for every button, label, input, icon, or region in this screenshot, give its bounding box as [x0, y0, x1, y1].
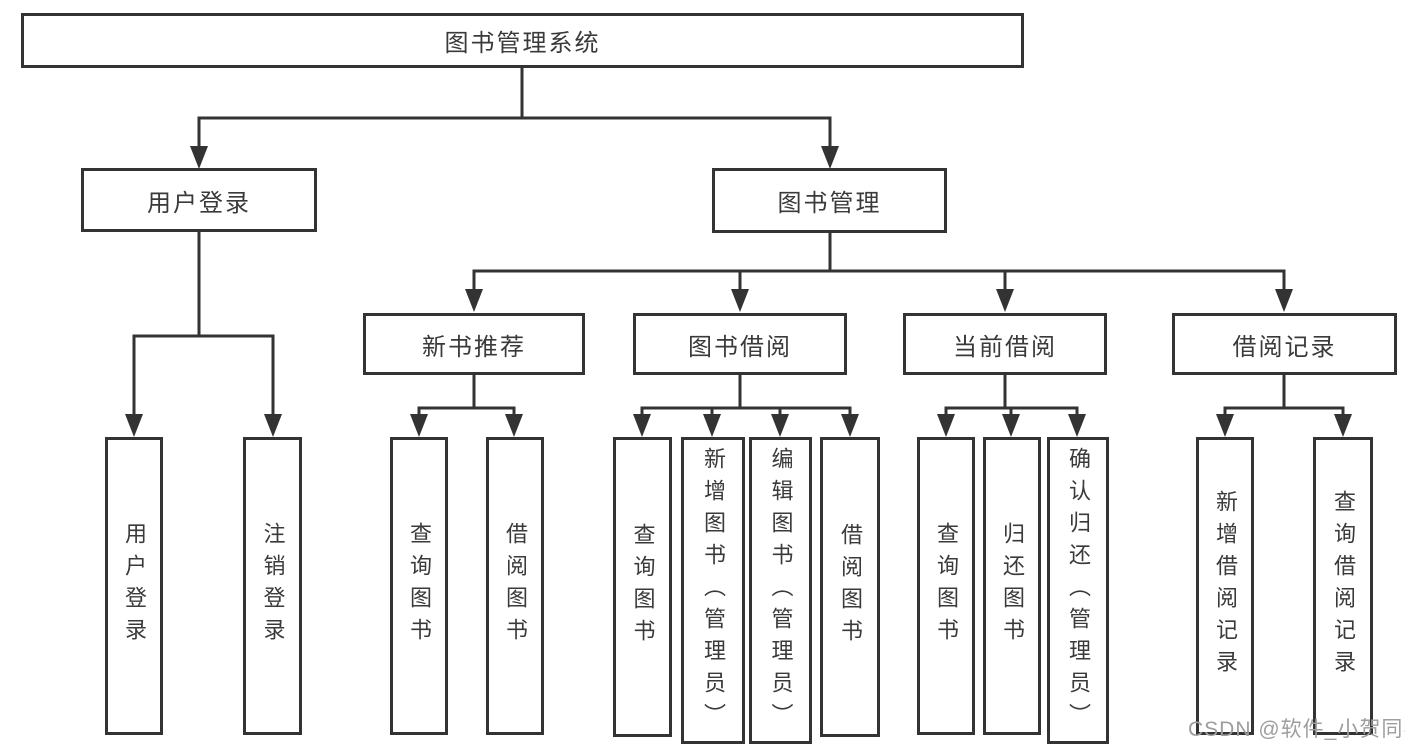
csdn-watermark: CSDN @软件_小贺同学 [1188, 718, 1405, 741]
tree-edges [132, 68, 1345, 415]
node-label: 确认归还（管理员） [1066, 446, 1091, 735]
leaf-borrow-borrow: 借阅图书 [820, 437, 880, 737]
node-label: 借阅图书 [838, 523, 863, 651]
leaf-records-query: 查询借阅记录 [1313, 437, 1373, 735]
node-label: 新书推荐 [422, 333, 526, 361]
arrowhead-icons [125, 146, 1352, 437]
leaf-records-add: 新增借阅记录 [1196, 437, 1254, 735]
node-label: 新增图书（管理员） [701, 446, 726, 735]
node-label: 归还图书 [1000, 522, 1025, 650]
node-label: 新增借阅记录 [1213, 490, 1238, 682]
node-user-login: 用户登录 [81, 168, 317, 232]
node-label: 用户登录 [147, 189, 251, 217]
node-new-book-recommend: 新书推荐 [363, 313, 585, 375]
node-label: 当前借阅 [953, 333, 1057, 361]
node-label: 查询图书 [407, 522, 432, 650]
node-root: 图书管理系统 [21, 13, 1024, 68]
node-borrow-records: 借阅记录 [1172, 313, 1397, 375]
node-book-mgmt: 图书管理 [712, 168, 947, 233]
node-label: 图书借阅 [688, 333, 792, 361]
leaf-login: 用户登录 [105, 437, 163, 735]
node-label: 编辑图书（管理员） [768, 446, 794, 735]
node-label: 图书管理 [777, 190, 882, 217]
node-label: 借阅图书 [503, 522, 528, 650]
leaf-recommend-borrow: 借阅图书 [486, 437, 544, 735]
node-label: 查询图书 [630, 523, 656, 651]
node-current-borrow: 当前借阅 [903, 313, 1107, 375]
leaf-borrow-query: 查询图书 [613, 437, 672, 737]
leaf-current-query: 查询图书 [917, 437, 975, 735]
node-label: 借阅记录 [1232, 333, 1337, 361]
node-label: 注销登录 [260, 522, 286, 650]
node-label: 查询借阅记录 [1331, 490, 1356, 682]
leaf-recommend-query: 查询图书 [390, 437, 448, 735]
node-label: 查询图书 [934, 522, 959, 650]
node-label: 用户登录 [122, 522, 147, 650]
leaf-borrow-add-admin: 新增图书（管理员） [681, 437, 745, 744]
leaf-current-return: 归还图书 [983, 437, 1041, 735]
node-book-borrow: 图书借阅 [633, 313, 847, 375]
node-label: 图书管理系统 [444, 30, 601, 57]
leaf-current-confirm-admin: 确认归还（管理员） [1047, 437, 1109, 744]
leaf-logout: 注销登录 [243, 437, 302, 735]
leaf-borrow-edit-admin: 编辑图书（管理员） [749, 437, 812, 744]
